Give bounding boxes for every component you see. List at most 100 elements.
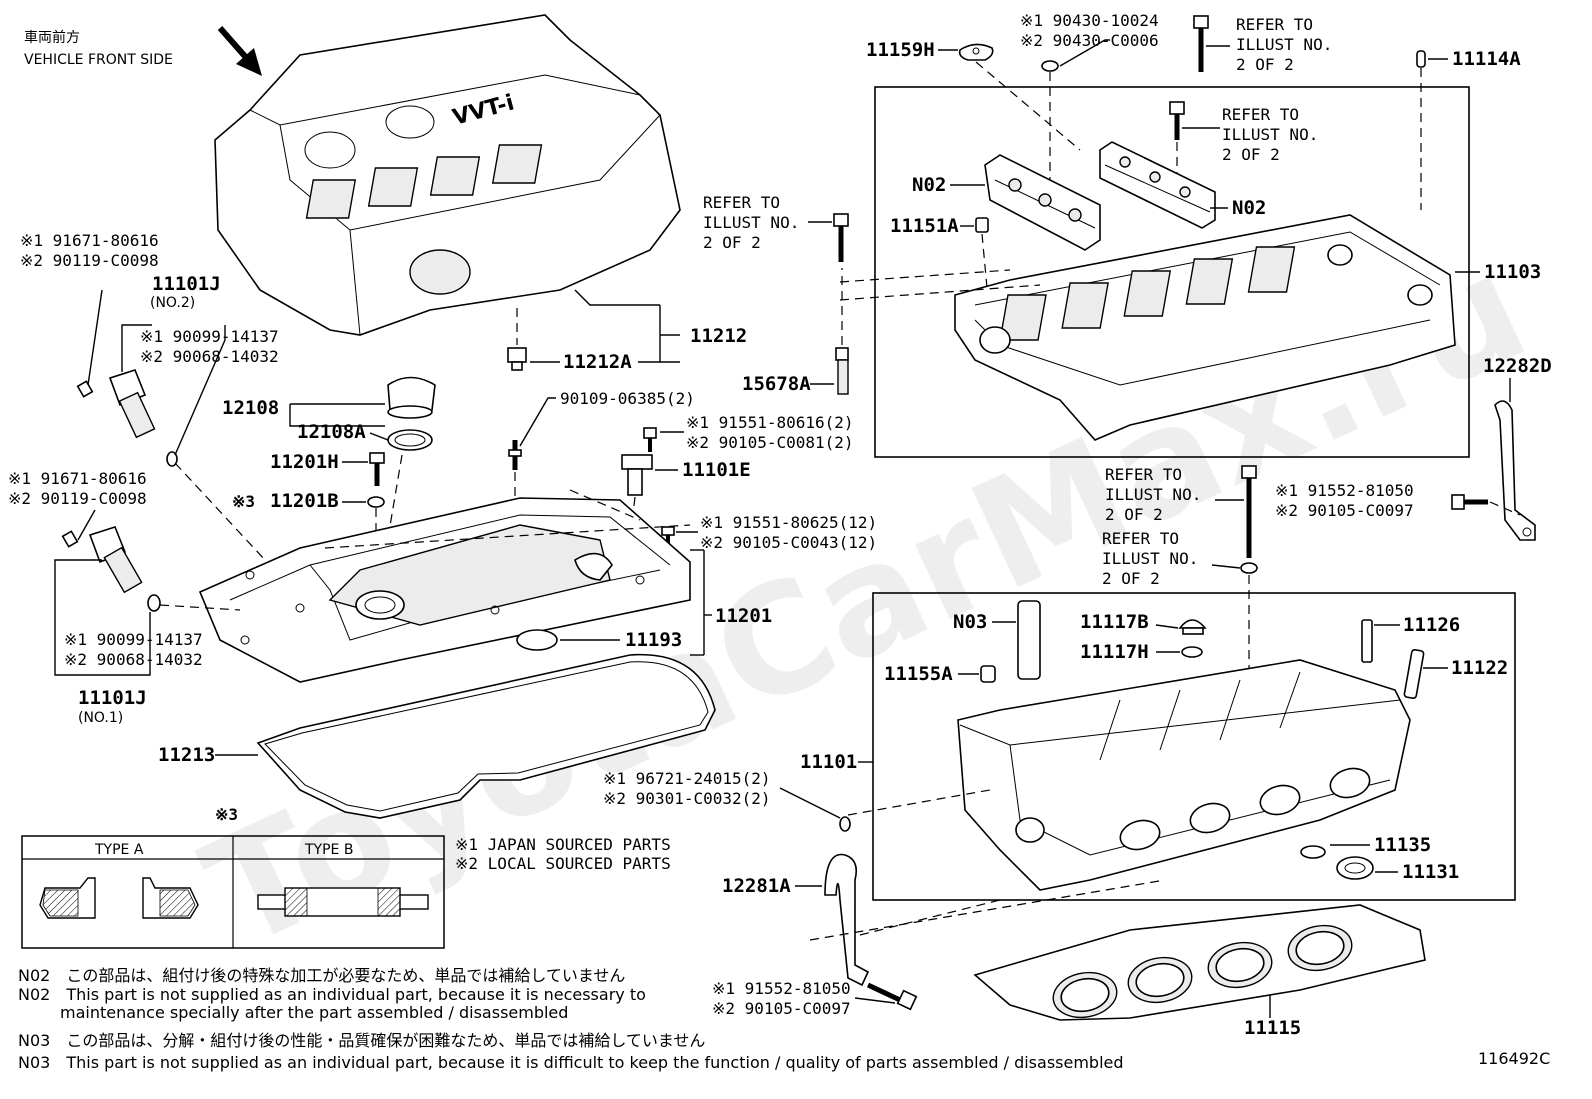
part-11201H-label: 11201H <box>270 451 339 473</box>
engine-cover-illustration: VVT-i <box>214 14 681 336</box>
part-11131-label: 11131 <box>1402 861 1459 883</box>
part-11117B-icon <box>1178 619 1207 635</box>
part-11122-label: 11122 <box>1451 657 1508 679</box>
legend-type-b: TYPE B <box>304 842 353 858</box>
cover-gasket-11213-icon <box>256 653 716 819</box>
part-11131-icon <box>1336 856 1374 880</box>
refer-note-4-line-1: REFER TO <box>1105 465 1182 484</box>
part-11101E-label: 11101E <box>682 459 751 481</box>
part-11103-label: 11103 <box>1484 261 1541 283</box>
part-11212A-icon <box>507 347 527 371</box>
part-11159H-label: 11159H <box>866 39 935 61</box>
part-N02-left-label: N02 <box>912 174 946 196</box>
part-11117B-label: 11117B <box>1080 611 1149 633</box>
refer-note-5-line-1: REFER TO <box>1102 529 1179 548</box>
refer-note-2-line-1: REFER TO <box>1222 105 1299 124</box>
bottom-bolt-japan-number: ※1 91552-81050 <box>712 979 851 998</box>
bracket-bolt-local-number: ※2 90105-C0097 <box>1275 501 1414 520</box>
part-11155A-label: 11155A <box>884 663 953 685</box>
stud-90109-part-number: 90109-06385(2) <box>560 389 695 408</box>
part-11101-label: 11101 <box>800 751 857 773</box>
part-11151A-label: 11151A <box>890 215 959 237</box>
ocv2-bolt-local-number: ※2 90119-C0098 <box>20 251 159 270</box>
part-11193-label: 11193 <box>625 629 682 651</box>
washer-90430-japan-number: ※1 90430-10024 <box>1020 11 1159 30</box>
part-11159H-icon <box>958 43 994 61</box>
part-N03-icon <box>1017 600 1041 680</box>
bearing-cap-n02-right-icon <box>1099 141 1216 229</box>
refer-note-2-line-3: 2 OF 2 <box>1222 145 1280 164</box>
vehicle-front-label-en: VEHICLE FRONT SIDE <box>24 52 173 68</box>
head-gasket-11115-illustration <box>973 904 1426 1021</box>
part-12282D-label: 12282D <box>1483 355 1552 377</box>
vehicle-front-label-jp: 車両前方 <box>24 29 80 46</box>
bracket-bottom-bolt-icon <box>866 982 918 1011</box>
refer-note-1-line-3: 2 OF 2 <box>1236 55 1294 74</box>
part-11201B-mark: ※3 <box>232 492 255 511</box>
refer-note-3-line-2: ILLUST NO. <box>703 213 799 232</box>
plug-local-number: ※2 90301-C0032(2) <box>603 789 771 808</box>
bottom-bolt-local-number: ※2 90105-C0097 <box>712 999 851 1018</box>
part-11122-icon <box>1403 648 1425 700</box>
ocv2-bolt-japan-number: ※1 91671-80616 <box>20 231 159 250</box>
head-cover-11201-illustration <box>198 497 691 683</box>
part-11213-label: 11213 <box>158 744 215 766</box>
type-a-washer-section-icon <box>39 877 199 919</box>
oil-control-valve-no2-icon <box>76 369 178 467</box>
sensor-bolt-local-number: ※2 90105-C0081(2) <box>686 433 854 452</box>
footnote-n02-en-2: maintenance specially after the part ass… <box>60 1003 568 1022</box>
oil-filler-cap-icon <box>387 376 436 451</box>
part-11155A-icon <box>980 665 996 683</box>
part-11114A-label: 11114A <box>1452 48 1521 70</box>
washer-11201B-icon <box>367 496 385 508</box>
refer-note-4-line-3: 2 OF 2 <box>1105 505 1163 524</box>
housing-bolt-long-icon <box>1193 15 1209 72</box>
part-15678A-icon <box>835 347 849 395</box>
part-11135-label: 11135 <box>1374 834 1431 856</box>
cover-bolt-japan-number: ※1 91551-80625(12) <box>700 513 877 532</box>
part-11126-icon <box>1361 619 1373 663</box>
bracket-bolt-japan-number: ※1 91552-81050 <box>1275 481 1414 500</box>
part-11101J-no1-label: 11101J <box>78 687 147 709</box>
housing-bolt-short-icon <box>1169 101 1185 140</box>
cylinder-head-11101-illustration <box>957 659 1411 891</box>
ocv1-bolt-local-number: ※2 90119-C0098 <box>8 489 147 508</box>
cover-bolt-local-number: ※2 90105-C0043(12) <box>700 533 877 552</box>
legend-mark: ※3 <box>215 805 238 824</box>
part-11201B-label: 11201B <box>270 490 339 512</box>
part-11117H-label: 11117H <box>1080 641 1149 663</box>
part-11212A-label: 11212A <box>563 351 632 373</box>
footnote-n02-en-1: N02 This part is not supplied as an indi… <box>18 985 646 1004</box>
ocv1-oring-japan-number: ※1 90099-14137 <box>64 630 203 649</box>
refer-note-4-line-2: ILLUST NO. <box>1105 485 1201 504</box>
part-11212-label: 11212 <box>690 325 747 347</box>
part-15678A-label: 15678A <box>742 373 811 395</box>
oil-control-valve-no1-icon <box>61 526 161 612</box>
legend-type-a: TYPE A <box>94 842 144 858</box>
part-12108-label: 12108 <box>222 397 279 419</box>
washer-90430-icon <box>1041 60 1059 72</box>
ocv1-oring-local-number: ※2 90068-14032 <box>64 650 203 669</box>
bracket-bolt-icon <box>1451 494 1488 510</box>
bracket-12281A-icon <box>824 853 870 987</box>
camshaft-housing-11103-illustration <box>954 214 1456 441</box>
refer-note-1-line-2: ILLUST NO. <box>1236 35 1332 54</box>
ocv2-oring-japan-number: ※1 90099-14137 <box>140 327 279 346</box>
refer-note-5-line-3: 2 OF 2 <box>1102 569 1160 588</box>
refer-note-2-line-2: ILLUST NO. <box>1222 125 1318 144</box>
sensor-bolt-japan-number: ※1 91551-80616(2) <box>686 413 854 432</box>
part-11201-label: 11201 <box>715 605 772 627</box>
refer-note-1-line-1: REFER TO <box>1236 15 1313 34</box>
footnote-n03-jp: N03 この部品は、分解・組付け後の性能・品質確保が困難なため、単品では補給して… <box>18 1031 705 1050</box>
part-12108A-label: 12108A <box>297 421 366 443</box>
front-arrow-icon <box>217 26 262 76</box>
bolt-11201H-icon <box>369 452 385 486</box>
spark-plug-gasket-11193-icon <box>516 629 558 651</box>
plug-japan-number: ※1 96721-24015(2) <box>603 769 771 788</box>
type-b-washer-section-icon <box>257 887 429 917</box>
illustration-id: 116492C <box>1478 1049 1550 1068</box>
cam-sensor-11101E-icon <box>621 427 657 496</box>
refer-note-3-line-3: 2 OF 2 <box>703 233 761 252</box>
part-N03-label: N03 <box>953 611 987 633</box>
refer-note-5-line-2: ILLUST NO. <box>1102 549 1198 568</box>
